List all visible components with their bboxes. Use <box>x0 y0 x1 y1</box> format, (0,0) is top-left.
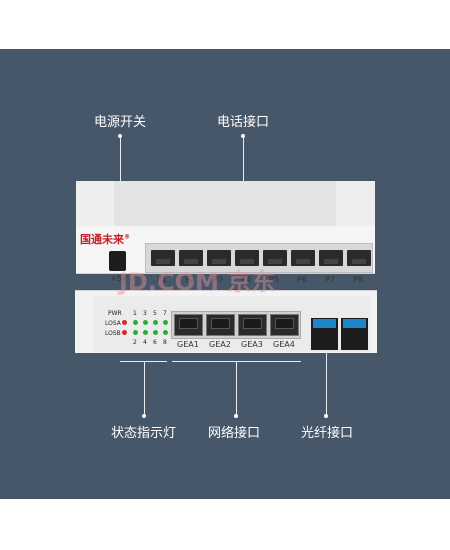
network-port-label: GEA4 <box>273 340 295 349</box>
power-label: +5V <box>110 274 128 283</box>
led-number-bottom: 6 <box>153 339 157 346</box>
network-port-3 <box>238 314 267 336</box>
network-port-label: GEA3 <box>241 340 263 349</box>
led-channel <box>153 320 158 325</box>
network-port-1 <box>174 314 203 336</box>
phone-port-6 <box>291 250 315 266</box>
phone-port-label: P1 <box>157 275 167 284</box>
power-jack <box>109 251 126 271</box>
network-port-label: GEA1 <box>177 340 199 349</box>
device-top-lid <box>114 181 336 228</box>
led-label-pwr: PWR <box>108 310 122 317</box>
led-losa-indicator <box>122 320 127 325</box>
phone-port-label: P7 <box>325 275 335 284</box>
callout-phone-port: 电话接口 <box>217 115 270 130</box>
led-channel <box>163 330 168 335</box>
led-channel <box>143 330 148 335</box>
phone-port-5 <box>263 250 287 266</box>
led-losb-indicator <box>122 330 127 335</box>
phone-port-7 <box>319 250 343 266</box>
callout-dot-phone <box>241 134 245 138</box>
phone-port-3 <box>207 250 231 266</box>
phone-port-label: P5 <box>269 275 279 284</box>
callout-status-led: 状态指示灯 <box>111 426 177 441</box>
callout-dot-leds <box>142 414 146 418</box>
network-port-2 <box>206 314 235 336</box>
phone-port-8 <box>347 250 371 266</box>
phone-port-label: P2 <box>185 275 195 284</box>
led-label-losb: LOSB <box>105 330 121 337</box>
led-number-top: 1 <box>133 310 137 317</box>
leader-network <box>236 361 237 415</box>
callout-dot-power <box>118 134 122 138</box>
leader-leds <box>144 361 145 415</box>
phone-port-label: P6 <box>297 275 307 284</box>
led-number-bottom: 4 <box>143 339 147 346</box>
phone-port-label: P3 <box>213 275 223 284</box>
bracket-leds <box>120 361 167 362</box>
brand-logo: 国通未来® <box>80 233 130 246</box>
callout-power-switch: 电源开关 <box>94 115 147 130</box>
phone-port-4 <box>235 250 259 266</box>
led-number-top: 5 <box>153 310 157 317</box>
network-port-4 <box>270 314 299 336</box>
leader-fiber <box>326 352 327 415</box>
callout-dot-network <box>234 414 238 418</box>
led-number-top: 7 <box>163 310 167 317</box>
led-channel <box>163 320 168 325</box>
phone-port-1 <box>151 250 175 266</box>
callout-dot-fiber <box>324 414 328 418</box>
led-number-bottom: 2 <box>133 339 137 346</box>
fiber-port-2-latch <box>343 319 366 328</box>
led-channel <box>133 320 138 325</box>
watermark: JD.COM 京东 <box>119 268 276 296</box>
network-port-label: GEA2 <box>209 340 231 349</box>
background-panel <box>0 49 450 499</box>
led-number-bottom: 8 <box>163 339 167 346</box>
callout-fiber-port: 光纤接口 <box>301 426 354 441</box>
fiber-port-1-latch <box>313 319 336 328</box>
led-channel <box>133 330 138 335</box>
phone-port-label: P8 <box>353 275 363 284</box>
led-channel <box>153 330 158 335</box>
led-number-top: 3 <box>143 310 147 317</box>
callout-network-port: 网络接口 <box>208 426 261 441</box>
phone-port-2 <box>179 250 203 266</box>
phone-port-label: P4 <box>241 275 251 284</box>
led-label-losa: LOSA <box>105 320 121 327</box>
led-channel <box>143 320 148 325</box>
